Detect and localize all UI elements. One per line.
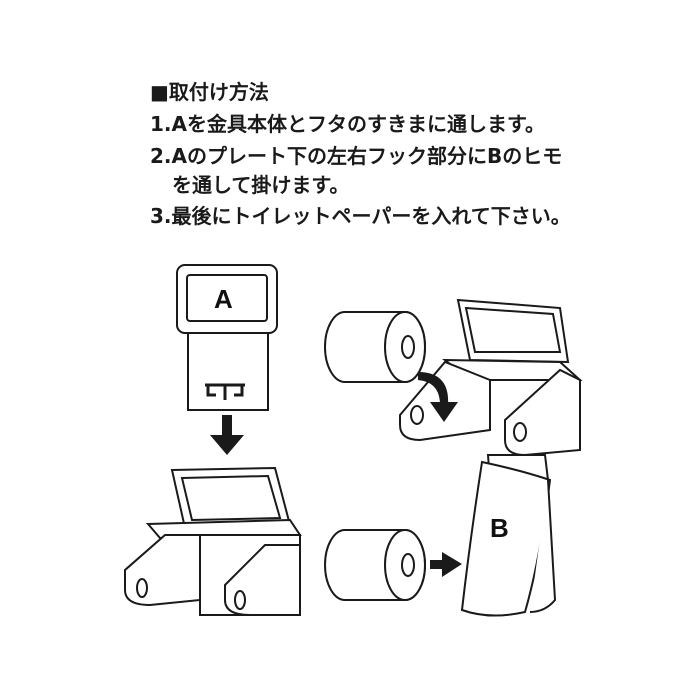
instruction-step-2-continued: を通して掛けます。	[172, 173, 350, 197]
down-arrow-icon	[210, 415, 244, 455]
instructions-heading: ■取付け方法	[150, 80, 269, 104]
label-b: B	[490, 513, 509, 543]
instruction-step-2: 2.Aのプレート下の左右フック部分にBのヒモ	[150, 144, 563, 168]
holder-assembled: B	[399, 298, 583, 617]
instruction-step-3: 3.最後にトイレットペーパーを入れて下さい。	[150, 204, 571, 228]
holder-with-lid	[124, 466, 302, 616]
right-arrow-icon	[430, 552, 462, 577]
part-a-plate: A	[176, 264, 278, 411]
label-a: A	[214, 284, 233, 314]
toilet-paper-roll-bottom	[324, 529, 426, 601]
toilet-paper-roll-top	[324, 311, 426, 383]
curved-arrow-icon	[418, 372, 458, 422]
instruction-step-1: 1.Aを金具本体とフタのすきまに通します。	[150, 112, 545, 136]
